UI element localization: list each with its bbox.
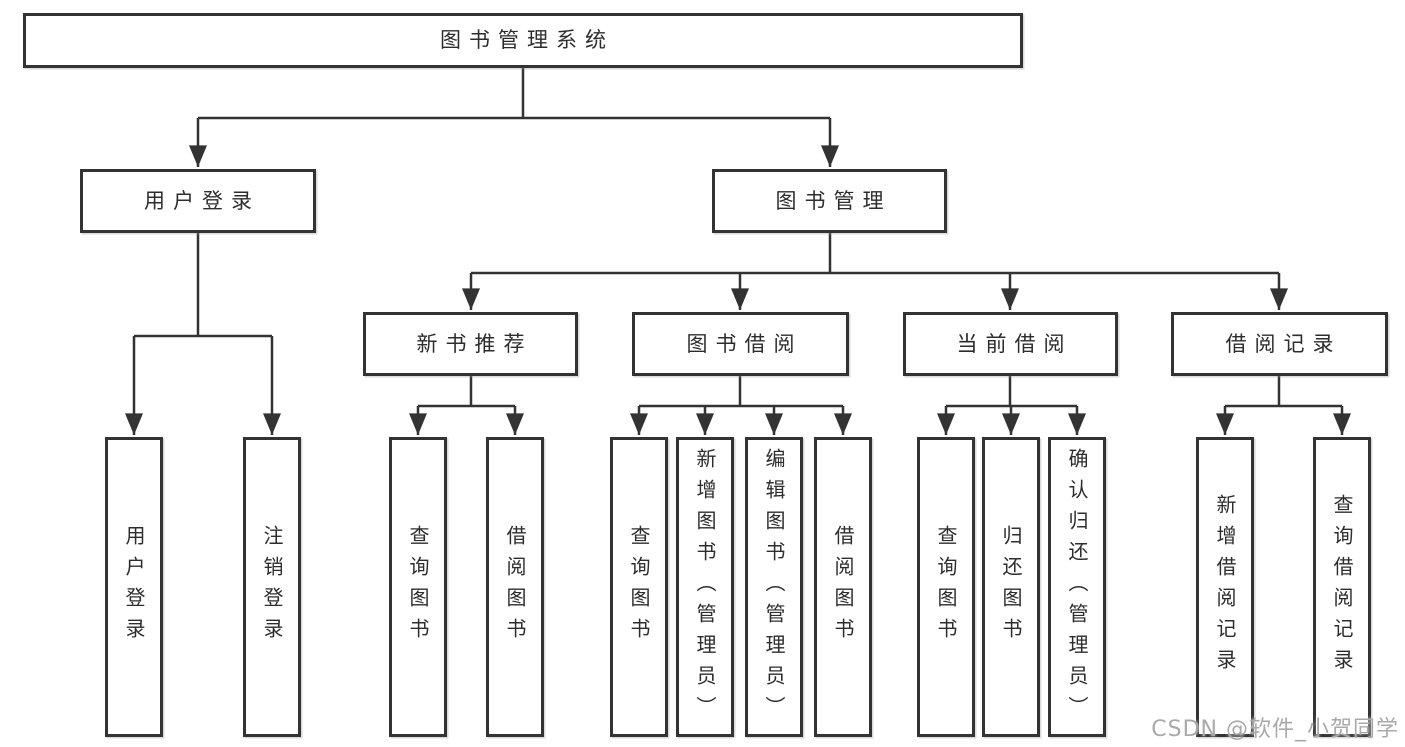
node-leaf-user-login-action: 用户登录	[105, 437, 163, 737]
leaf-label: 注销登录	[260, 525, 284, 649]
node-leaf-logout-action: 注销登录	[243, 437, 301, 737]
leaf-label: 借阅图书	[831, 525, 855, 649]
node-book-management-label: 图书管理	[775, 188, 892, 213]
node-current-borrow-label: 当前借阅	[956, 331, 1073, 356]
leaf-label: 用户登录	[122, 525, 146, 649]
node-borrow-records: 借阅记录	[1171, 312, 1388, 376]
leaf-label: 查询图书	[406, 525, 430, 649]
node-leaf-records-query-record: 查询借阅记录	[1313, 437, 1371, 737]
leaf-label: 查询图书	[627, 525, 651, 649]
leaf-label: 新增图书（管理员）	[693, 447, 717, 727]
node-leaf-recommend-borrow-books: 借阅图书	[486, 437, 544, 737]
leaf-label: 借阅图书	[503, 525, 527, 649]
node-leaf-borrow-borrow-books: 借阅图书	[814, 437, 872, 737]
node-leaf-borrow-add-book-admin: 新增图书（管理员）	[676, 437, 734, 737]
leaf-label: 确认归还（管理员）	[1065, 447, 1089, 727]
wire-borrow-bus	[639, 376, 843, 408]
wire-current-bus	[946, 376, 1077, 408]
node-new-book-recommend-label: 新书推荐	[416, 331, 533, 356]
node-leaf-current-query-books: 查询图书	[917, 437, 975, 737]
leaf-label: 编辑图书（管理员）	[762, 447, 786, 727]
node-leaf-recommend-query-books: 查询图书	[389, 437, 447, 737]
node-book-borrow-label: 图书借阅	[686, 331, 803, 356]
node-book-borrow: 图书借阅	[632, 312, 849, 376]
node-book-management: 图书管理	[712, 169, 947, 233]
node-root-label: 图书管理系统	[440, 28, 614, 52]
node-user-login: 用户登录	[80, 169, 316, 233]
wire-recommend-bus	[418, 376, 515, 408]
node-leaf-current-confirm-return-admin: 确认归还（管理员）	[1048, 437, 1106, 737]
csdn-watermark: CSDN @软件_小贺同学	[1151, 717, 1399, 742]
node-leaf-borrow-edit-book-admin: 编辑图书（管理员）	[745, 437, 803, 737]
node-leaf-current-return-books: 归还图书	[982, 437, 1040, 737]
node-user-login-label: 用户登录	[144, 188, 260, 213]
node-borrow-records-label: 借阅记录	[1225, 331, 1342, 356]
leaf-label: 查询图书	[934, 525, 958, 649]
node-new-book-recommend: 新书推荐	[363, 312, 578, 376]
wire-user-login-bus	[134, 233, 272, 338]
leaf-label: 归还图书	[999, 525, 1023, 649]
leaf-label: 查询借阅记录	[1330, 494, 1354, 680]
wire-book-management-bus	[471, 233, 1279, 275]
node-leaf-borrow-query-books: 查询图书	[610, 437, 668, 737]
leaf-label: 新增借阅记录	[1213, 494, 1237, 680]
node-current-borrow: 当前借阅	[903, 312, 1118, 376]
node-root: 图书管理系统	[23, 13, 1023, 68]
wire-root-bus	[198, 68, 830, 120]
node-leaf-records-add-record: 新增借阅记录	[1196, 437, 1254, 737]
wire-records-bus	[1225, 376, 1342, 408]
